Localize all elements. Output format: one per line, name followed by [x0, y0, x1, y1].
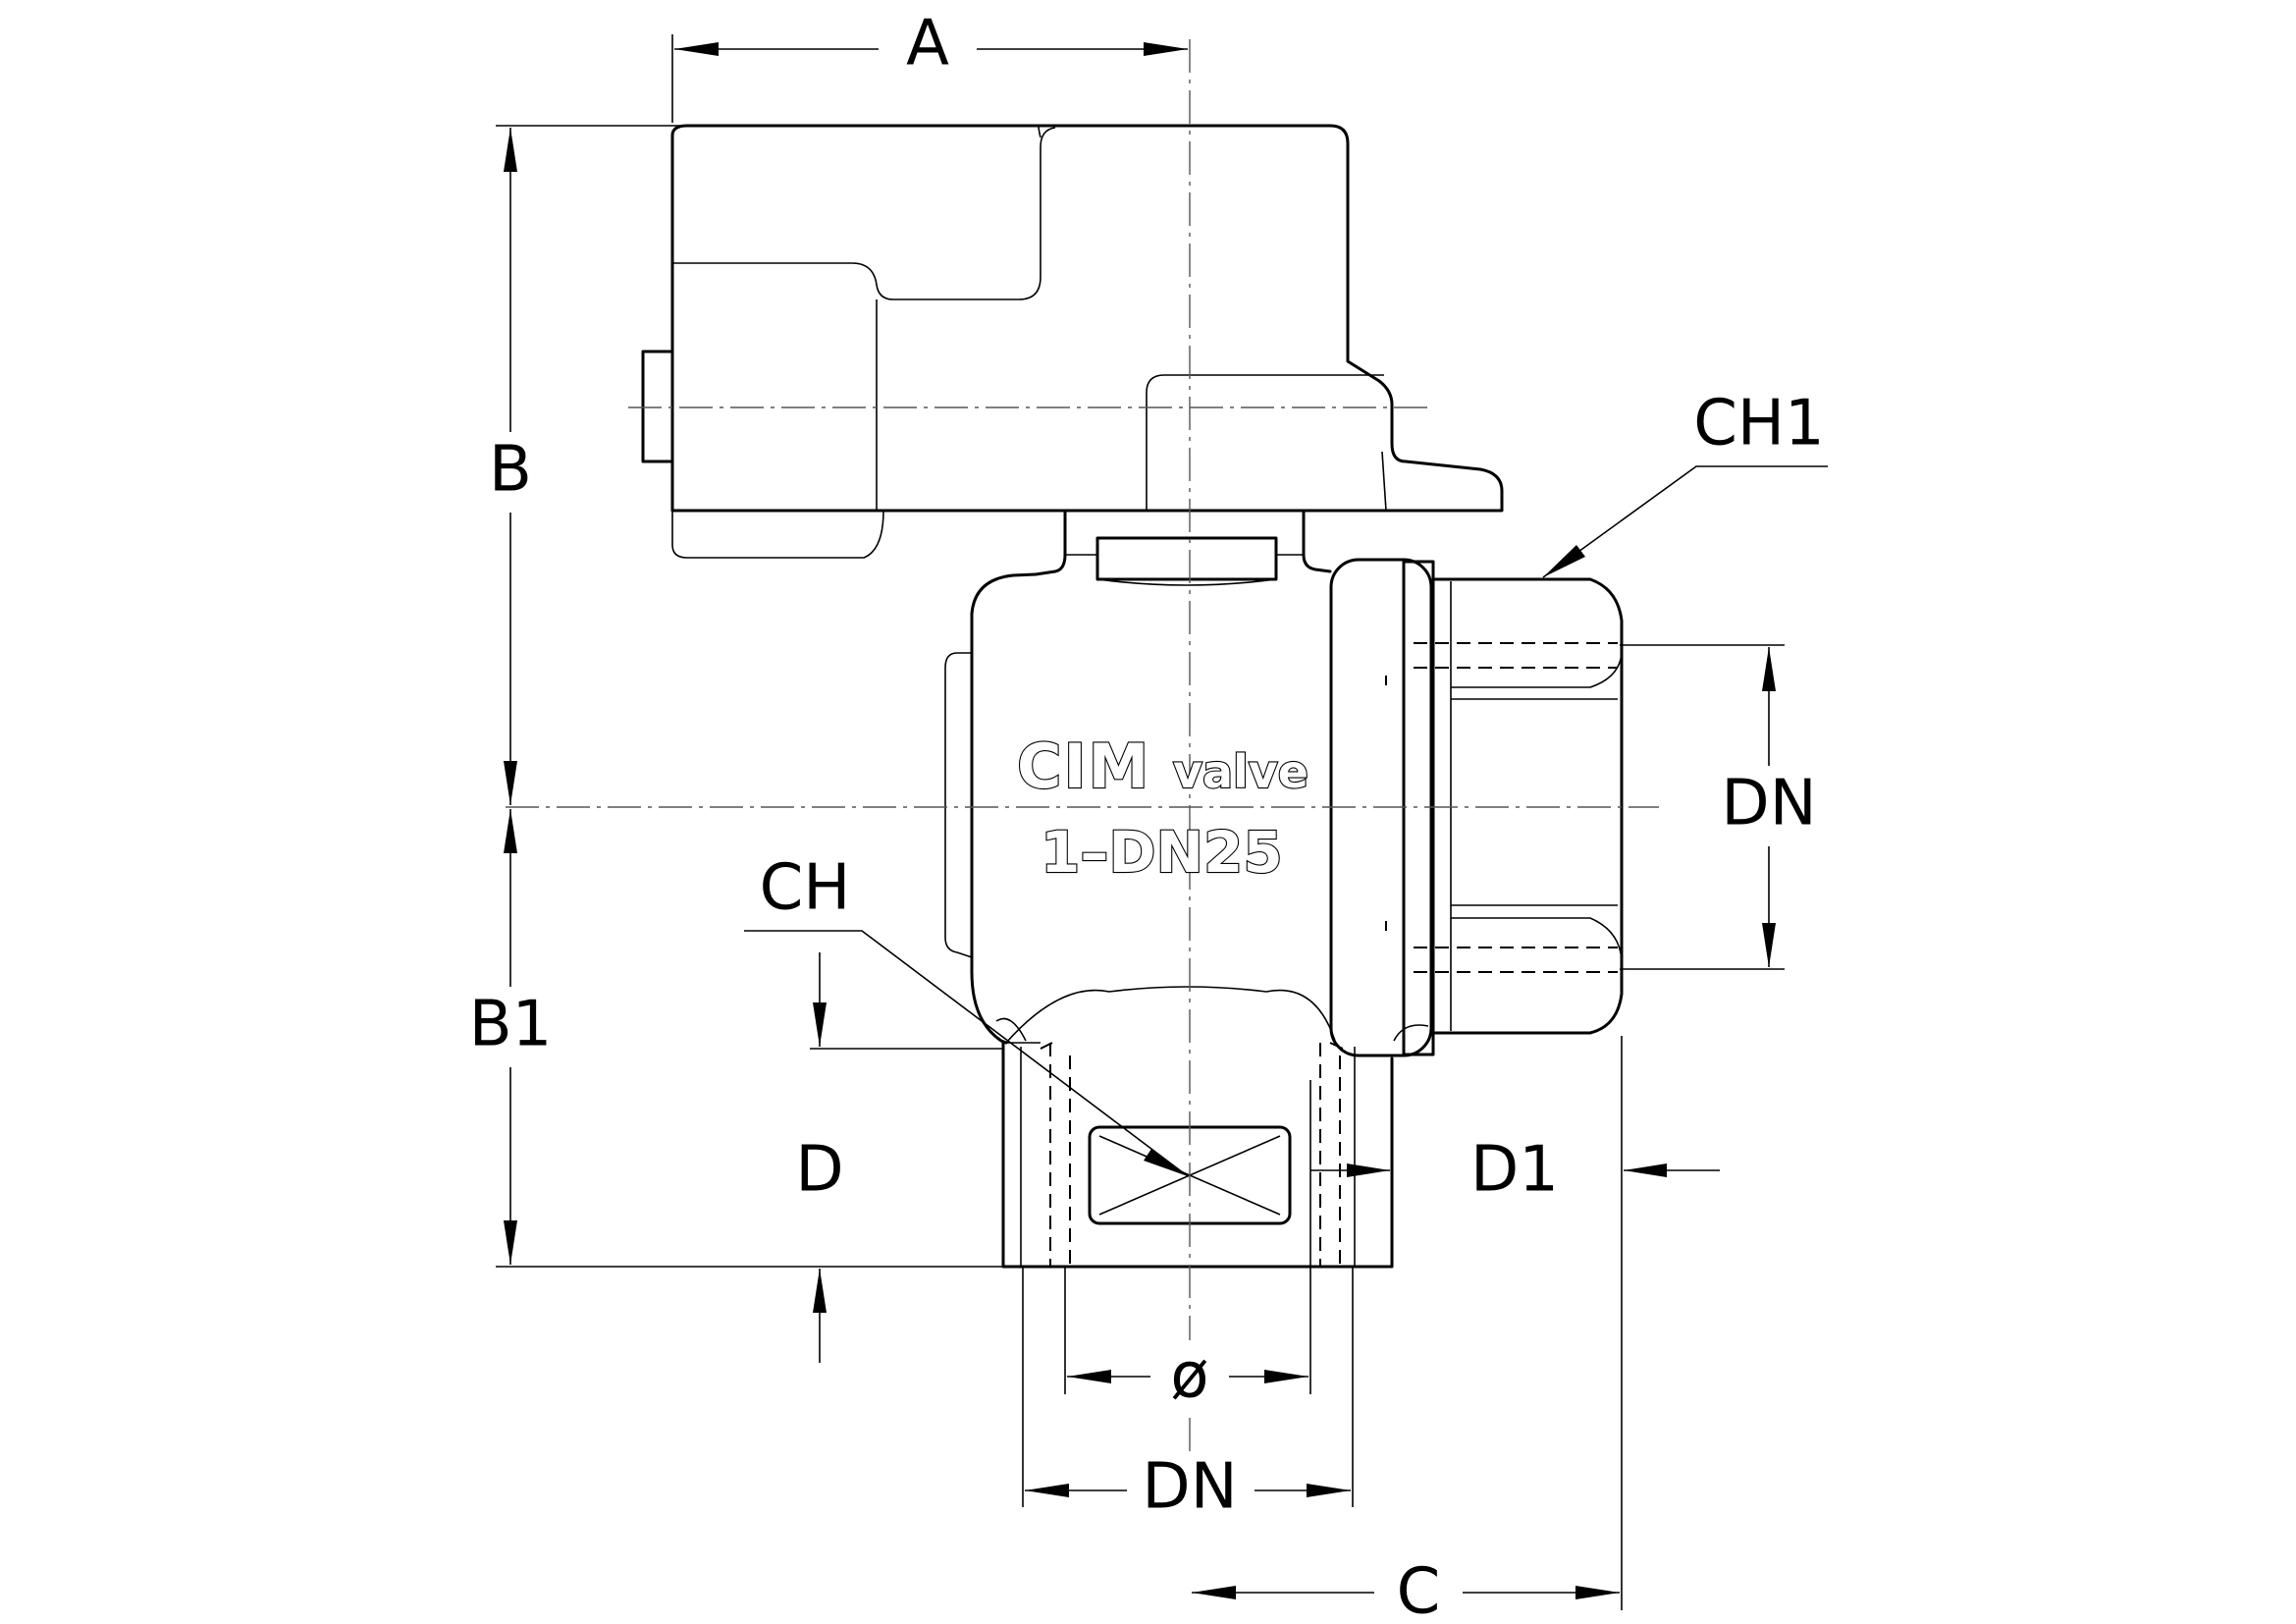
bottom-port [1001, 1041, 1394, 1269]
dimension-d: D [795, 952, 1003, 1363]
dimension-c: C [1192, 1036, 1623, 1624]
right-port [1385, 577, 1624, 1035]
label-b1: B1 [469, 989, 553, 1061]
dimension-b1: B1 [461, 809, 1003, 1268]
dimension-a: A [671, 8, 1188, 123]
dimension-diameter: ø [1064, 1080, 1311, 1415]
label-b: B [489, 434, 532, 507]
label-ch: CH [760, 852, 851, 925]
centre-lines [506, 39, 1659, 1502]
label-d: D [795, 1134, 843, 1207]
label-c: C [1397, 1556, 1441, 1624]
size-marking: 1–DN25 [1041, 819, 1283, 886]
dimension-d1: D1 [1310, 1060, 1720, 1207]
dimension-dn-bottom: DN [1022, 1267, 1354, 1530]
leader-ch1: CH1 [1542, 388, 1828, 578]
label-dn-bottom: DN [1142, 1451, 1237, 1524]
body-marking: CIM valve 1–DN25 [1016, 730, 1309, 887]
leader-ch: CH [744, 852, 1189, 1177]
valve-stem [1034, 509, 1332, 586]
label-diameter: ø [1170, 1340, 1208, 1413]
brand-suffix: valve [1173, 745, 1308, 798]
label-ch1: CH1 [1693, 388, 1825, 460]
label-dn-right: DN [1721, 768, 1816, 840]
valve-handle [641, 124, 1504, 559]
label-d1: D1 [1470, 1134, 1559, 1207]
brand-mark: CIM [1017, 731, 1150, 802]
dimension-dn-right: DN [1620, 644, 1826, 970]
dimension-b: B [471, 125, 687, 805]
label-a: A [906, 8, 949, 81]
